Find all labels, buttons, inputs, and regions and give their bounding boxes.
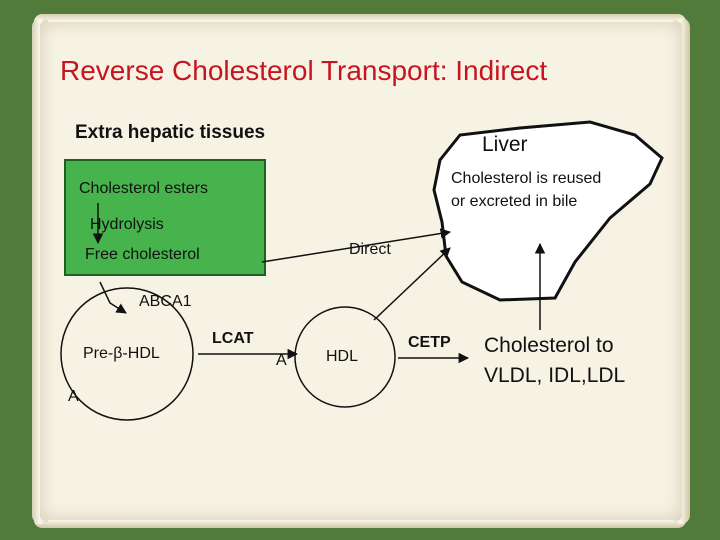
- cholesterol-esters-label: Cholesterol esters: [79, 180, 208, 197]
- pre-beta-hdl-circle: [60, 287, 194, 421]
- liver-label: Liver: [482, 133, 528, 156]
- cetp-label: CETP: [408, 334, 451, 351]
- liver-shape: [432, 120, 664, 302]
- reused-label-line2: or excreted in bile: [451, 193, 578, 210]
- vldl-label-line1: Cholesterol to: [484, 334, 614, 357]
- hdl-circle: [294, 306, 396, 408]
- lcat-label: LCAT: [212, 330, 254, 347]
- apolipoprotein-a-label-middle: A: [276, 352, 287, 369]
- slide-title: Reverse Cholesterol Transport: Indirect: [60, 55, 548, 86]
- hdl-to-liver-arrow: [373, 247, 451, 321]
- abca1-arrow: [99, 281, 127, 314]
- direct-label: Direct: [349, 241, 391, 258]
- hdl-label: HDL: [326, 348, 359, 365]
- direct-arrow: [261, 228, 452, 263]
- apolipoprotein-a-label-small: A: [68, 388, 79, 405]
- hydrolysis-label: Hydrolysis: [90, 216, 164, 233]
- free-cholesterol-label: Free cholesterol: [85, 246, 200, 263]
- pre-beta-hdl-label: Pre-β-HDL: [83, 345, 160, 362]
- reused-label-line1: Cholesterol is reused: [451, 170, 602, 187]
- abca1-label: ABCA1: [139, 293, 192, 310]
- extra-hepatic-label: Extra hepatic tissues: [75, 122, 266, 143]
- vldl-label-line2: VLDL, IDL,LDL: [484, 364, 626, 387]
